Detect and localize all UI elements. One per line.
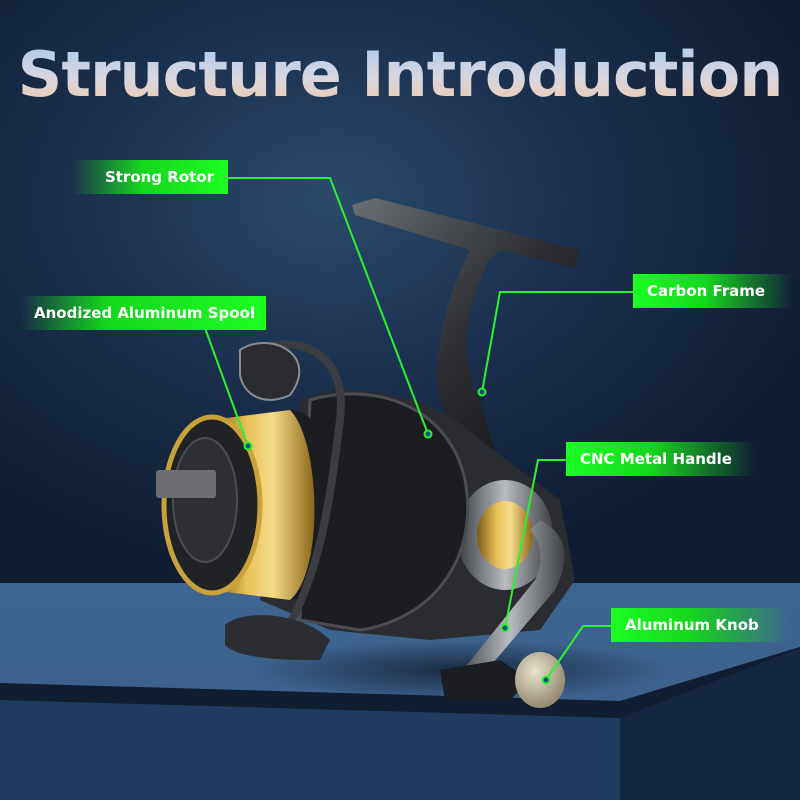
callout-carbon-frame-text: Carbon Frame: [647, 282, 766, 300]
page-title: Structure Introduction: [0, 38, 800, 111]
callout-aluminum-knob-text: Aluminum Knob: [625, 616, 759, 634]
drag-knob: [156, 470, 216, 498]
callout-carbon-frame: Carbon Frame: [633, 274, 793, 308]
callout-spool-text: Anodized Aluminum Spool: [34, 304, 256, 322]
display-platform-front: [0, 700, 620, 800]
callout-strong-rotor-text: Strong Rotor: [104, 168, 214, 186]
callout-anodized-aluminum-spool: Anodized Aluminum Spool: [20, 296, 266, 330]
callout-cnc-metal-handle: CNC Metal Handle: [566, 442, 756, 476]
reel-handle-knob: [515, 652, 565, 708]
callout-cnc-handle-text: CNC Metal Handle: [580, 450, 732, 468]
reel-foot-stand: [352, 198, 580, 470]
callout-strong-rotor: Strong Rotor: [72, 160, 228, 194]
bail-wire-base: [225, 615, 330, 660]
callout-aluminum-knob: Aluminum Knob: [611, 608, 789, 642]
reel-handle: [455, 520, 565, 690]
